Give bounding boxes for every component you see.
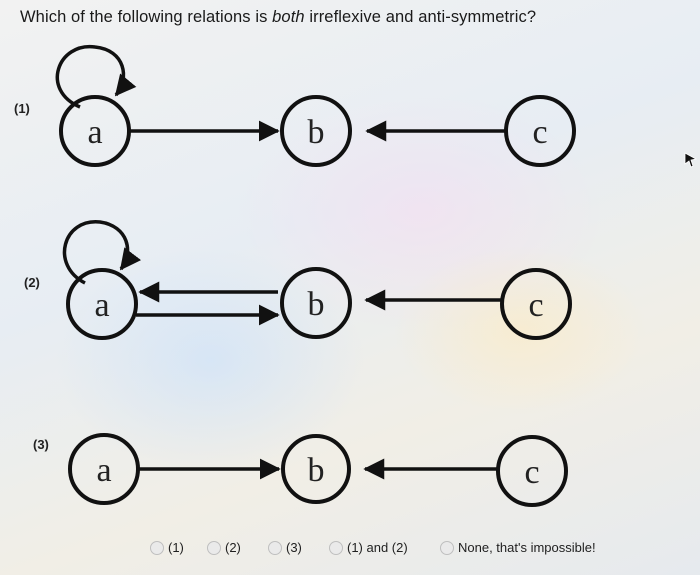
option-1-and-2-label: (1) and (2) — [347, 540, 408, 555]
graph-3-node-a-label: a — [96, 452, 111, 489]
radio-option-2[interactable] — [207, 540, 221, 555]
graph-3-node-b-label: b — [308, 452, 325, 489]
graph-1-self-loop-a — [55, 45, 137, 109]
radio-option-3[interactable] — [268, 540, 282, 555]
graph-1-node-a-label: a — [87, 114, 102, 151]
graph-2-label: (2) — [24, 275, 40, 290]
graph-2-node-c-label: c — [528, 287, 543, 324]
mouse-cursor-icon — [684, 152, 698, 168]
answer-options: (1) (2) (3) (1) and (2) None, that's imp… — [0, 540, 700, 570]
graph-1-node-b-label: b — [308, 114, 325, 151]
option-1-and-2[interactable]: (1) and (2) — [329, 540, 408, 555]
graph-3-node-b — [281, 434, 351, 504]
graph-3-node-a — [68, 433, 140, 505]
graph-2-self-loop-a — [62, 220, 142, 285]
graph-1-node-c — [504, 95, 576, 167]
graph-3-node-c — [496, 435, 568, 507]
option-none[interactable]: None, that's impossible! — [440, 540, 596, 555]
graph-1-node-c-label: c — [532, 114, 547, 151]
graph-2-node-c — [500, 268, 572, 340]
question-text: Which of the following relations is both… — [20, 8, 536, 27]
graph-3-node-c-label: c — [524, 454, 539, 491]
option-3-label: (3) — [286, 540, 302, 555]
graph-2-node-a-label: a — [94, 287, 109, 324]
graph-1-node-a — [59, 95, 131, 167]
radio-option-1-and-2[interactable] — [329, 540, 343, 555]
option-3[interactable]: (3) — [268, 540, 302, 555]
radio-option-none[interactable] — [440, 540, 454, 555]
question-prefix: Which of the following relations is — [20, 8, 273, 26]
radio-option-1[interactable] — [150, 540, 164, 555]
graph-1-label: (1) — [14, 101, 30, 116]
graph-1: (1) a b c — [14, 45, 576, 167]
option-1[interactable]: (1) — [150, 540, 184, 555]
graph-2-node-b — [280, 267, 352, 339]
option-2-label: (2) — [225, 540, 241, 555]
graph-3-label: (3) — [33, 437, 49, 452]
option-none-label: None, that's impossible! — [458, 540, 596, 555]
graph-1-node-b — [280, 95, 352, 167]
option-1-label: (1) — [168, 540, 184, 555]
graph-2: (2) a b c — [24, 220, 572, 340]
graph-2-node-a — [66, 268, 138, 340]
question-emphasis: both — [272, 8, 305, 26]
question-suffix: irreflexive and anti-symmetric? — [304, 8, 537, 26]
option-2[interactable]: (2) — [207, 540, 241, 555]
graph-3: (3) a b c — [33, 433, 568, 507]
graph-2-node-b-label: b — [308, 286, 325, 323]
